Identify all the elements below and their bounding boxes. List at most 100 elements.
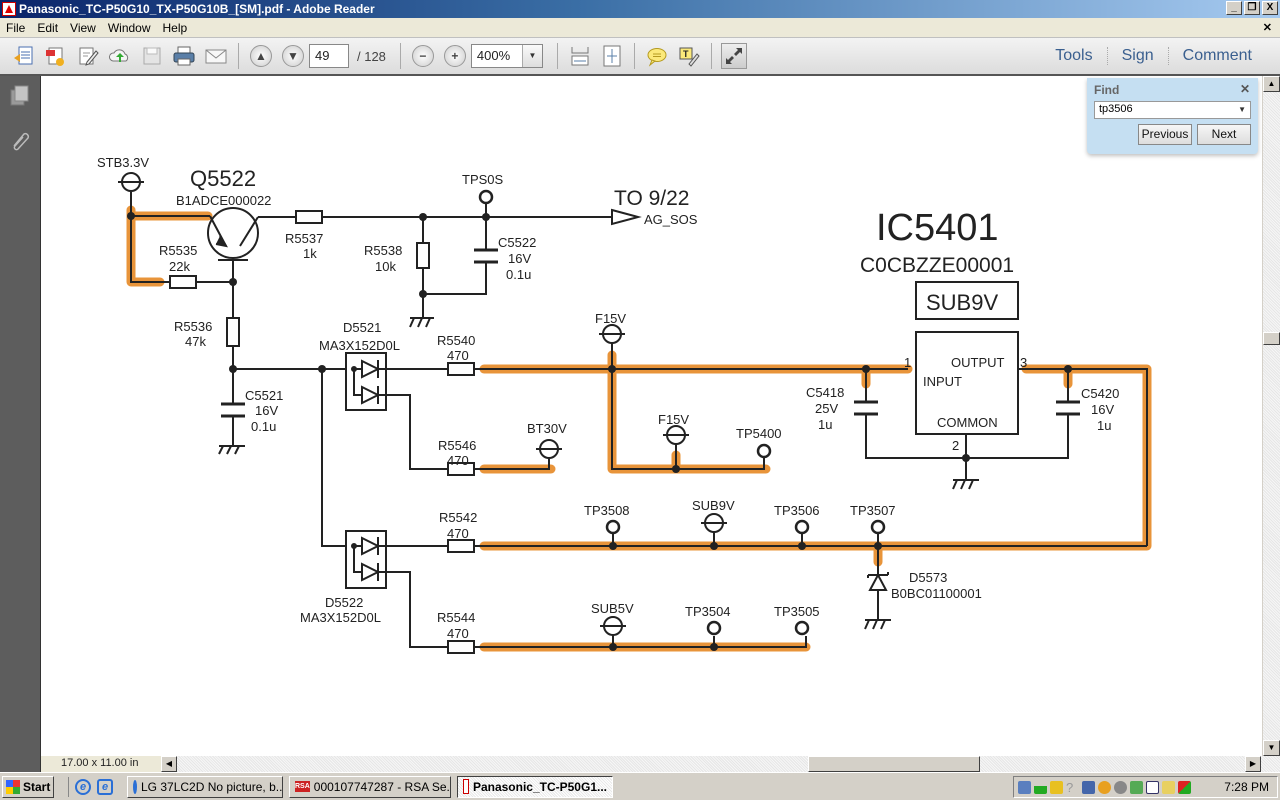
sync-icon[interactable] [1130, 780, 1143, 794]
power-flag-f15v-low [663, 425, 689, 445]
scroll-right-button[interactable]: ▶ [1245, 756, 1261, 772]
attachments-button[interactable] [8, 128, 32, 152]
email-button[interactable] [203, 43, 229, 69]
label-c5420: C5420 [1081, 386, 1119, 401]
zoom-in-button[interactable]: + [442, 43, 468, 69]
zoom-level-value[interactable]: 400% [476, 48, 511, 63]
open-button[interactable] [11, 43, 37, 69]
test-point-tp5400 [756, 443, 772, 459]
print-button[interactable] [171, 43, 197, 69]
label-d5521-part: MA3X152D0L [319, 338, 400, 353]
label-ic5401-net: SUB9V [926, 290, 998, 315]
toolbar-separator [633, 43, 635, 69]
upload-button[interactable] [107, 43, 133, 69]
label-r5535: R5535 [159, 243, 197, 258]
page-number-input[interactable]: 49 [309, 44, 349, 68]
expand-arrows-icon [725, 48, 742, 64]
find-input[interactable]: tp3506 ▼ [1094, 101, 1251, 119]
menu-edit[interactable]: Edit [37, 20, 59, 35]
horizontal-scroll-thumb[interactable] [808, 756, 980, 772]
menu-view[interactable]: View [70, 20, 96, 35]
fit-width-button[interactable] [567, 43, 593, 69]
resistor-r5542 [447, 539, 475, 553]
page-thumbnails-button[interactable] [8, 84, 32, 108]
find-next-button[interactable]: Next [1197, 124, 1251, 145]
label-r5536-val: 47k [185, 334, 206, 349]
internet-explorer-icon[interactable]: e [75, 778, 91, 795]
close-window-button[interactable]: X [1262, 1, 1278, 15]
capacitor-c5522 [474, 248, 498, 264]
clock[interactable]: 7:28 PM [1224, 780, 1269, 794]
blocked-icon[interactable] [1114, 780, 1127, 794]
menu-file[interactable]: File [6, 20, 26, 35]
menu-window[interactable]: Window [107, 20, 151, 35]
find-previous-button[interactable]: Previous [1138, 124, 1192, 145]
network-disconnected-icon[interactable] [1082, 780, 1095, 794]
label-c5418: C5418 [806, 385, 844, 400]
network-wireless-icon[interactable] [1018, 780, 1031, 794]
close-document-icon[interactable]: ✕ [1262, 22, 1272, 34]
create-pdf-button[interactable] [43, 43, 69, 69]
next-page-button[interactable]: ▼ [280, 43, 306, 69]
zoom-out-button[interactable]: − [410, 43, 436, 69]
taskbar-item-lg-thread[interactable]: LG 37LC2D No picture, b... [127, 775, 283, 798]
label-r5544-val: 470 [447, 626, 469, 641]
taskbar-item-rsa[interactable]: RSA 000107747287 - RSA Se... [289, 775, 451, 798]
full-screen-button[interactable] [720, 43, 747, 69]
vertical-scroll-thumb[interactable] [1263, 332, 1280, 345]
previous-page-button[interactable]: ▲ [248, 43, 274, 69]
outlook-express-icon[interactable]: e [97, 778, 113, 795]
chevron-down-icon[interactable]: ▼ [521, 45, 542, 67]
start-label: Start [23, 779, 51, 794]
label-r5538: R5538 [364, 243, 402, 258]
help-icon[interactable]: ? [1066, 779, 1074, 795]
shield-icon[interactable] [1162, 780, 1175, 794]
comment-note-button[interactable] [644, 43, 670, 69]
edit-pencil-icon [79, 47, 99, 66]
find-close-icon[interactable]: ✕ [1239, 82, 1250, 96]
fit-width-icon [571, 47, 589, 66]
label-sub5v: SUB5V [591, 601, 634, 616]
document-view[interactable]: STB3.3V Q5522 B1ADCE000022 R5535 22k R55… [41, 76, 1262, 756]
sign-pane-link[interactable]: Sign [1106, 47, 1168, 65]
zoom-level-select[interactable]: 400% ▼ [470, 44, 543, 68]
scroll-left-button[interactable]: ◀ [161, 756, 177, 772]
menu-help[interactable]: Help [162, 20, 188, 35]
label-sub9v: SUB9V [692, 498, 735, 513]
taskbar-item-adobe-reader[interactable]: Panasonic_TC-P50G1... [457, 775, 613, 798]
comment-pane-link[interactable]: Comment [1167, 47, 1266, 65]
edit-button[interactable] [75, 43, 101, 69]
signal-strength-icon[interactable] [1034, 780, 1047, 794]
highlight-text-button[interactable]: T [676, 43, 702, 69]
tools-pane-link[interactable]: Tools [1055, 47, 1093, 64]
vertical-scrollbar[interactable]: ▲ ▼ [1263, 76, 1280, 756]
save-button[interactable] [139, 43, 165, 69]
toolbar-separator [399, 43, 401, 69]
restore-button[interactable]: ❐ [1244, 1, 1260, 15]
minimize-button[interactable]: _ [1226, 1, 1242, 15]
scroll-down-button[interactable]: ▼ [1263, 740, 1280, 756]
scroll-up-button[interactable]: ▲ [1263, 76, 1280, 92]
display-icon[interactable] [1146, 780, 1159, 794]
label-q5522-part: B1ADCE000022 [176, 193, 271, 208]
label-ic-input: INPUT [923, 374, 962, 389]
ground-symbols [218, 317, 979, 630]
find-panel: Find ✕ tp3506 ▼ Previous Next [1087, 78, 1258, 154]
start-button[interactable]: Start [2, 775, 54, 798]
label-ic-pin2: 2 [952, 438, 959, 453]
chevron-down-icon[interactable]: ▼ [1238, 105, 1246, 114]
power-flag-stb3v3 [118, 172, 144, 192]
diode-d5522 [345, 530, 387, 589]
security-lock-icon[interactable] [1050, 780, 1063, 794]
menu-bar: File Edit View Window Help ✕ [0, 18, 1280, 38]
label-ic-output: OUTPUT [951, 355, 1005, 370]
label-c5522: C5522 [498, 235, 536, 250]
toolbar: ▲ ▼ 49 / 128 − + 400% ▼ T Tools Sign Com… [0, 38, 1280, 76]
fit-page-button[interactable] [599, 43, 625, 69]
label-d5573-part: B0BC01100001 [891, 586, 982, 601]
label-c5521-v: 16V [255, 403, 278, 418]
pdf-icon [463, 779, 469, 794]
network-connections-icon[interactable] [1178, 780, 1191, 794]
power-flag-sub9v [701, 513, 727, 533]
update-icon[interactable] [1098, 780, 1111, 794]
